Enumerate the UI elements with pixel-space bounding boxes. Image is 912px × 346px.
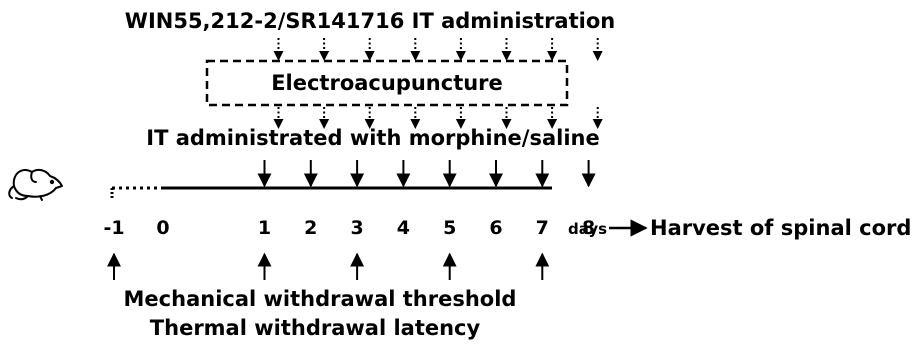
- day-label-d4: 4: [397, 217, 410, 239]
- day-label-d0: 0: [156, 217, 169, 239]
- day-label-d7: 7: [536, 217, 549, 239]
- day-label-d-1: -1: [103, 217, 124, 239]
- admin-arrow-group: [257, 160, 596, 188]
- test-label-2: Thermal withdrawal latency: [150, 316, 481, 340]
- day-label-d1: 1: [258, 217, 271, 239]
- day-label-d5: 5: [443, 217, 456, 239]
- day-label-d3: 3: [350, 217, 363, 239]
- electroacupuncture-box: [205, 59, 569, 107]
- top-arrow-group: [273, 38, 603, 61]
- day-label-d2: 2: [304, 217, 317, 239]
- box-label: Electroacupuncture: [271, 71, 503, 95]
- days-unit: days: [568, 220, 607, 238]
- top-label: WIN55,212-2/SR141716 IT administration: [125, 9, 615, 33]
- harvest-label: Harvest of spinal cord: [650, 216, 911, 240]
- test-label-1: Mechanical withdrawal threshold: [124, 287, 517, 311]
- day-label-group: -1 0 1 2 3 4 5 6 7 8: [103, 217, 595, 239]
- mid-arrow-group: [273, 107, 603, 129]
- day-label-d8: 8: [582, 217, 595, 239]
- middle-label: IT administrated with morphine/saline: [146, 126, 599, 150]
- day-label-d6: 6: [489, 217, 502, 239]
- mouse-icon: [8, 168, 63, 201]
- test-arrow-group: [107, 252, 550, 280]
